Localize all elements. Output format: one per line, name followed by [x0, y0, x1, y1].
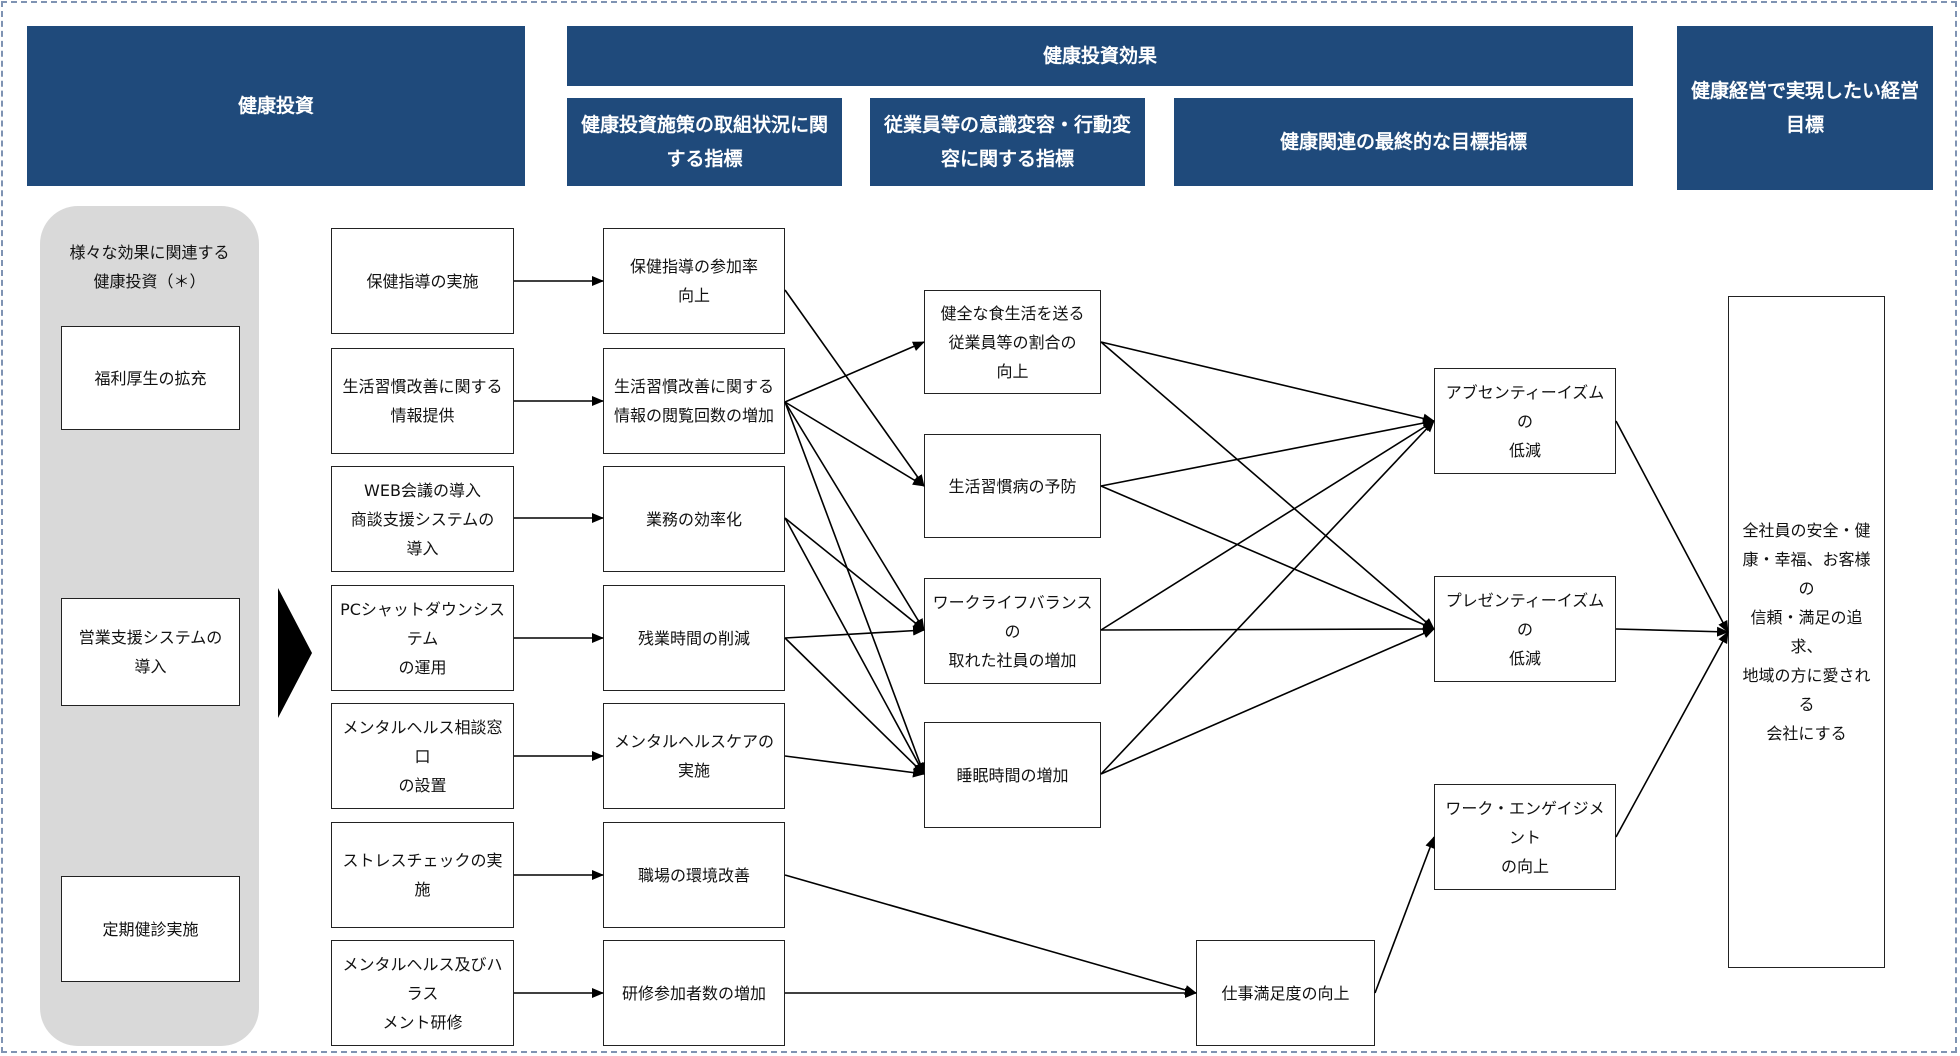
side-item-health-checkup: 定期健診実施 — [61, 876, 240, 982]
final-work-engagement: ワーク・エンゲイジメント の向上 — [1434, 784, 1616, 890]
measure-overtime-reduction: 残業時間の削減 — [603, 585, 785, 691]
related-investments-caption: 様々な効果に関連する 健康投資（＊） — [69, 243, 230, 291]
measure-mental-care: メンタルヘルスケアの 実施 — [603, 703, 785, 809]
measure-guidance-participation: 保健指導の参加率 向上 — [603, 228, 785, 334]
measure-work-efficiency: 業務の効率化 — [603, 466, 785, 572]
investment-stress-check: ストレスチェックの実施 — [331, 822, 514, 928]
side-item-sales-system: 営業支援システムの 導入 — [61, 598, 240, 706]
header-effect: 健康投資効果 — [567, 26, 1633, 86]
investment-pc-shutdown: PCシャットダウンシステム の運用 — [331, 585, 514, 691]
final-presenteeism: プレゼンティーイズムの 低減 — [1434, 576, 1616, 682]
behavior-job-satisfaction: 仕事満足度の向上 — [1196, 940, 1375, 1046]
header-measure-indicators: 健康投資施策の取組状況に関 する指標 — [567, 98, 842, 186]
investment-health-guidance: 保健指導の実施 — [331, 228, 514, 334]
measure-workplace-improvement: 職場の環境改善 — [603, 822, 785, 928]
behavior-work-life-balance: ワークライフバランスの 取れた社員の増加 — [924, 578, 1101, 684]
header-goal: 健康経営で実現したい経営 目標 — [1677, 26, 1933, 190]
big-right-arrow-icon — [278, 588, 312, 718]
investment-mental-consultation: メンタルヘルス相談窓口 の設置 — [331, 703, 514, 809]
goal-box: 全社員の安全・健 康・幸福、お客様の 信頼・満足の追求、 地域の方に愛される 会… — [1728, 296, 1885, 968]
measure-training-attendance: 研修参加者数の増加 — [603, 940, 785, 1046]
side-item-welfare: 福利厚生の拡充 — [61, 326, 240, 430]
measure-info-views: 生活習慣改善に関する 情報の閲覧回数の増加 — [603, 348, 785, 454]
investment-lifestyle-info: 生活習慣改善に関する 情報提供 — [331, 348, 514, 454]
header-behavior-indicators: 従業員等の意識変容・行動変 容に関する指標 — [870, 98, 1145, 186]
investment-harassment-training: メンタルヘルス及びハラス メント研修 — [331, 940, 514, 1046]
header-final-indicators: 健康関連の最終的な目標指標 — [1174, 98, 1633, 186]
header-investment: 健康投資 — [27, 26, 525, 186]
behavior-healthy-diet: 健全な食生活を送る 従業員等の割合の 向上 — [924, 290, 1101, 394]
final-absenteeism: アブセンティーイズムの 低減 — [1434, 368, 1616, 474]
investment-web-meeting: WEB会議の導入 商談支援システムの 導入 — [331, 466, 514, 572]
